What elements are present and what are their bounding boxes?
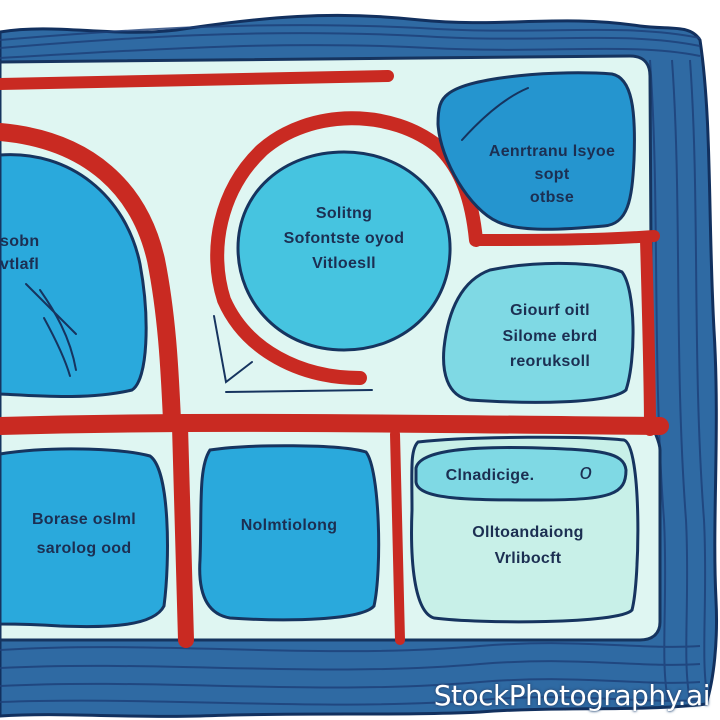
label-bottom-left: Borase oslml sarolog ood (4, 506, 164, 564)
label-left-blob-line-1: sobn (0, 233, 40, 250)
label-bottom-right-line-1: Olltoandaiong (472, 524, 584, 541)
label-center-circle-line-1: Solitng (315, 205, 373, 222)
label-bottom-left-line-2: sarolog ood (36, 539, 132, 557)
label-bottom-right-tag-text: Clnadicige. (445, 467, 535, 484)
label-bottom-right-tag-mark: o (566, 456, 606, 488)
panel-top-right (436, 71, 636, 231)
label-top-right-line-1: Aenrtranu lsyoe (488, 143, 616, 160)
panel-right-middle (442, 261, 635, 404)
label-right-middle: Giourf oitl Silome ebrd reoruksoll (462, 298, 638, 375)
label-right-middle-line-3: reoruksoll (509, 353, 591, 371)
label-center-circle-line-2: Sofontste oyod (283, 229, 405, 247)
panel-center-circle (236, 150, 452, 352)
label-bottom-right-tag-mark-text: o (579, 459, 593, 484)
label-bottom-right-tag: Clnadicige. (420, 464, 560, 487)
ink-strokes (25, 87, 529, 393)
label-bottom-left-line-1: Borase oslml (31, 511, 137, 528)
label-bottom-center: Nolmtiolong (206, 514, 372, 537)
label-right-middle-line-1: Giourf oitl (510, 302, 590, 319)
label-top-right-line-3: otbse (529, 189, 575, 207)
panel-left-blob (0, 153, 148, 398)
label-center-circle: Solitng Sofontste oyod Vitloesll (254, 202, 434, 276)
panel-bottom-left (0, 447, 169, 629)
bottom-right-tag (414, 446, 628, 502)
label-bottom-center-line-1: Nolmtiolong (240, 517, 338, 534)
label-bottom-right: Olltoandaiong Vrlibocft (430, 520, 626, 573)
label-left-blob-line-2: vtlafl (0, 256, 40, 274)
label-top-right: Aenrtranu lsyoe sopt otbse (462, 140, 642, 210)
label-right-middle-line-2: Silome ebrd (502, 327, 598, 345)
label-center-circle-line-3: Vitloesll (312, 254, 376, 272)
label-bottom-right-line-2: Vrlibocft (494, 550, 562, 568)
label-left-blob: sobn vtlafl (0, 230, 44, 276)
panel-bottom-center (198, 444, 381, 622)
watermark: StockPhotography.ai (433, 679, 711, 712)
label-top-right-line-2: sopt (534, 166, 570, 184)
